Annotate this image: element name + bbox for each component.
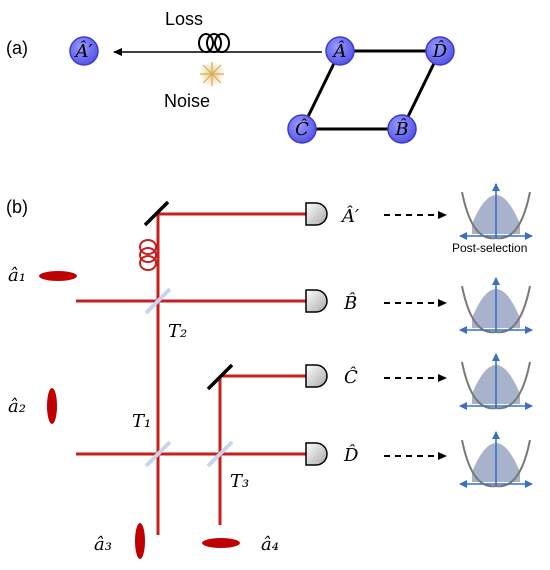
- label-a3: â₃: [94, 534, 112, 555]
- histogram-c: [459, 353, 533, 410]
- histogram-a-prime: [459, 183, 533, 240]
- node-d-label: D̂: [432, 40, 448, 62]
- post-selection-label: Post-selection: [452, 241, 527, 255]
- mirror-c: [206, 363, 234, 391]
- histogram-b: [459, 277, 533, 334]
- mode-a4: [202, 538, 240, 548]
- node-c-label: Ĉ: [295, 117, 309, 140]
- node-a-prime: Â′: [69, 36, 99, 66]
- panel-b-label: (b): [6, 197, 28, 217]
- mode-a2: [47, 388, 57, 424]
- loss-coil-icon: [198, 33, 230, 53]
- detector-label-c: Ĉ: [344, 365, 358, 388]
- node-c: Ĉ: [287, 114, 317, 144]
- noise-burst-icon: [199, 61, 225, 87]
- label-t3: T₃: [230, 471, 249, 492]
- dashed-arrows: [384, 211, 447, 460]
- beam-splitters: [144, 287, 234, 468]
- optical-beams: [76, 212, 306, 535]
- detector-b: [305, 289, 328, 313]
- mode-a1: [39, 271, 77, 281]
- detector-label-a-prime: Â′: [340, 204, 359, 227]
- input-modes: [39, 271, 240, 559]
- node-b: B̂: [387, 114, 417, 144]
- loss-coil-icon: [139, 239, 157, 271]
- beam-splitter-t2: [144, 287, 172, 315]
- graph-edges: [300, 49, 442, 131]
- detector-label-d: D̂: [343, 444, 359, 466]
- detector-a-prime: [305, 202, 328, 226]
- label-a1: â₁: [8, 265, 26, 286]
- detector-label-b: B̂: [343, 292, 357, 314]
- label-t2: T₂: [168, 321, 187, 342]
- node-a-prime-label: Â′: [73, 39, 92, 62]
- label-a2: â₂: [8, 396, 26, 417]
- detector-d: [305, 442, 328, 466]
- node-a-label: Â: [332, 39, 347, 62]
- histogram-d: [459, 431, 533, 488]
- panel-a-label: (a): [6, 38, 28, 58]
- beam-splitter-t1: [144, 440, 172, 468]
- beam-splitter-t3: [206, 440, 234, 468]
- detector-c: [305, 364, 328, 388]
- node-a: Â: [325, 36, 355, 66]
- node-d: D̂: [425, 36, 455, 66]
- mode-a3: [135, 523, 145, 559]
- node-b-label: B̂: [394, 118, 408, 140]
- detectors: [305, 202, 328, 466]
- noise-label: Noise: [164, 91, 210, 111]
- mirror-top: [143, 200, 170, 227]
- label-t1: T₁: [132, 411, 151, 432]
- label-a4: â₄: [261, 534, 279, 555]
- loss-label: Loss: [165, 9, 203, 29]
